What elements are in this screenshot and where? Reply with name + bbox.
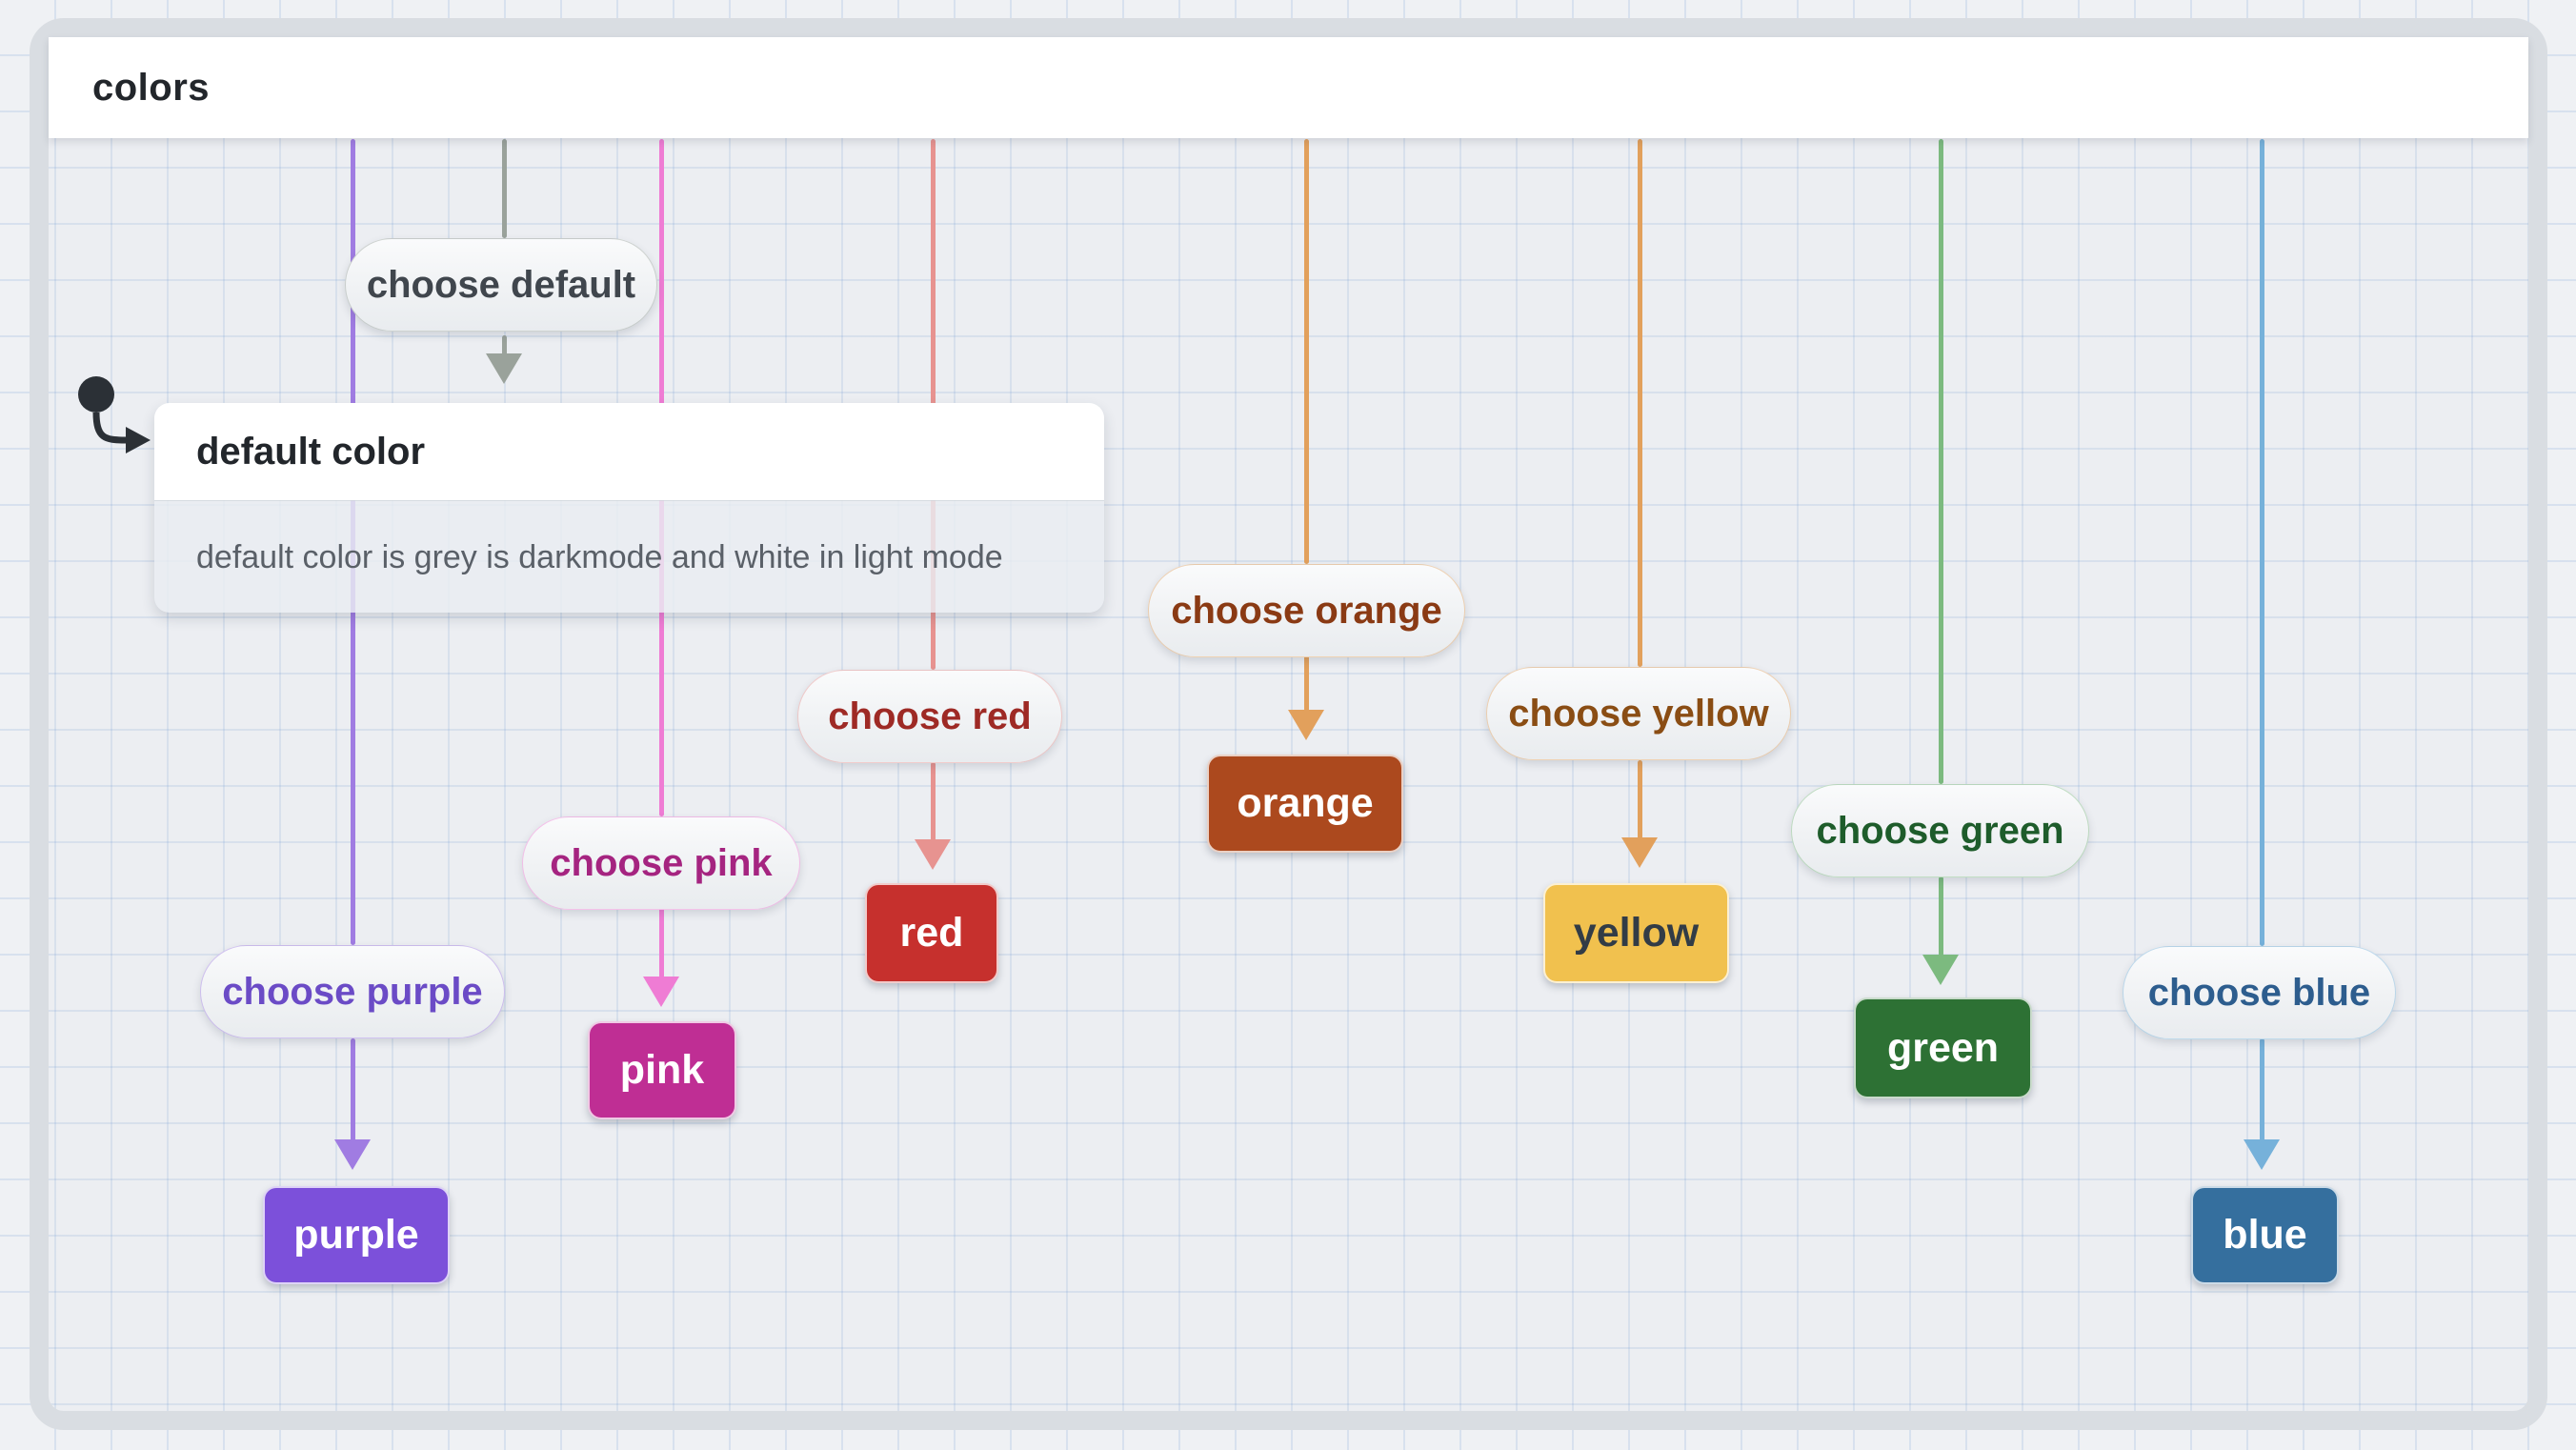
- transition-arrowhead-orange: [1288, 710, 1324, 740]
- transition-line-blue-lower: [2259, 1038, 2264, 1141]
- state-card-body: default color is grey is darkmode and wh…: [154, 500, 1104, 613]
- transition-line-green-upper: [1938, 139, 1943, 784]
- event-label: choose red: [828, 695, 1032, 737]
- event-pill-pink[interactable]: choose pink: [522, 816, 800, 910]
- transition-line-blue-upper: [2259, 139, 2264, 946]
- transition-line-orange-lower: [1303, 655, 1309, 712]
- event-label: choose default: [366, 263, 636, 306]
- event-label: choose orange: [1171, 589, 1442, 632]
- event-label: choose yellow: [1508, 692, 1769, 735]
- state-node-default-color[interactable]: default color default color is grey is d…: [154, 403, 1104, 613]
- transition-arrowhead-pink: [643, 977, 679, 1007]
- transition-line-default-upper: [501, 139, 507, 238]
- state-card-header: default color: [154, 403, 1104, 500]
- state-label: green: [1886, 1024, 2000, 1071]
- initial-arrow-curve: [92, 412, 127, 444]
- state-label: red: [899, 910, 964, 956]
- machine-title: colors: [92, 66, 211, 109]
- machine-title-bar[interactable]: colors: [49, 37, 2528, 138]
- state-node-purple[interactable]: purple: [263, 1186, 450, 1284]
- transition-arrowhead-yellow: [1621, 837, 1658, 868]
- state-label: purple: [293, 1212, 419, 1258]
- transition-line-red-lower: [930, 762, 936, 841]
- transition-arrowhead-green: [1922, 955, 1959, 985]
- transition-line-green-lower: [1938, 876, 1943, 957]
- event-pill-green[interactable]: choose green: [1791, 784, 2089, 877]
- state-node-yellow[interactable]: yellow: [1543, 883, 1729, 983]
- transition-line-purple-lower: [350, 1038, 355, 1141]
- state-card-title: default color: [196, 430, 426, 473]
- transition-line-yellow-lower: [1637, 760, 1642, 839]
- initial-arrowhead: [126, 427, 151, 453]
- initial-state-marker: [78, 376, 151, 453]
- state-node-orange[interactable]: orange: [1207, 755, 1403, 853]
- event-pill-yellow[interactable]: choose yellow: [1486, 667, 1791, 760]
- event-label: choose blue: [2147, 971, 2371, 1014]
- transition-line-orange-upper: [1303, 139, 1309, 564]
- transition-line-default-lower: [501, 335, 507, 355]
- event-pill-red[interactable]: choose red: [797, 670, 1062, 763]
- event-label: choose purple: [222, 970, 483, 1013]
- event-pill-purple[interactable]: choose purple: [200, 945, 505, 1038]
- state-node-green[interactable]: green: [1854, 997, 2032, 1098]
- initial-dot: [78, 376, 114, 413]
- state-label: yellow: [1573, 910, 1700, 956]
- state-label: pink: [619, 1047, 705, 1093]
- state-label: orange: [1237, 780, 1374, 826]
- state-label: blue: [2223, 1212, 2307, 1258]
- transition-arrowhead-red: [915, 839, 951, 870]
- state-node-red[interactable]: red: [865, 883, 998, 983]
- transition-arrowhead-blue: [2244, 1139, 2280, 1170]
- event-pill-orange[interactable]: choose orange: [1148, 564, 1465, 657]
- state-node-pink[interactable]: pink: [588, 1021, 736, 1119]
- event-pill-default[interactable]: choose default: [345, 238, 657, 332]
- transition-line-yellow-upper: [1637, 139, 1642, 667]
- transition-line-pink-lower: [658, 904, 664, 978]
- state-node-blue[interactable]: blue: [2191, 1186, 2339, 1284]
- transition-arrowhead-default: [486, 353, 522, 384]
- event-label: choose green: [1816, 809, 2064, 852]
- transition-arrowhead-purple: [334, 1139, 371, 1170]
- event-label: choose pink: [550, 841, 773, 884]
- event-pill-blue[interactable]: choose blue: [2123, 946, 2396, 1039]
- state-card-description: default color is grey is darkmode and wh…: [196, 538, 1003, 575]
